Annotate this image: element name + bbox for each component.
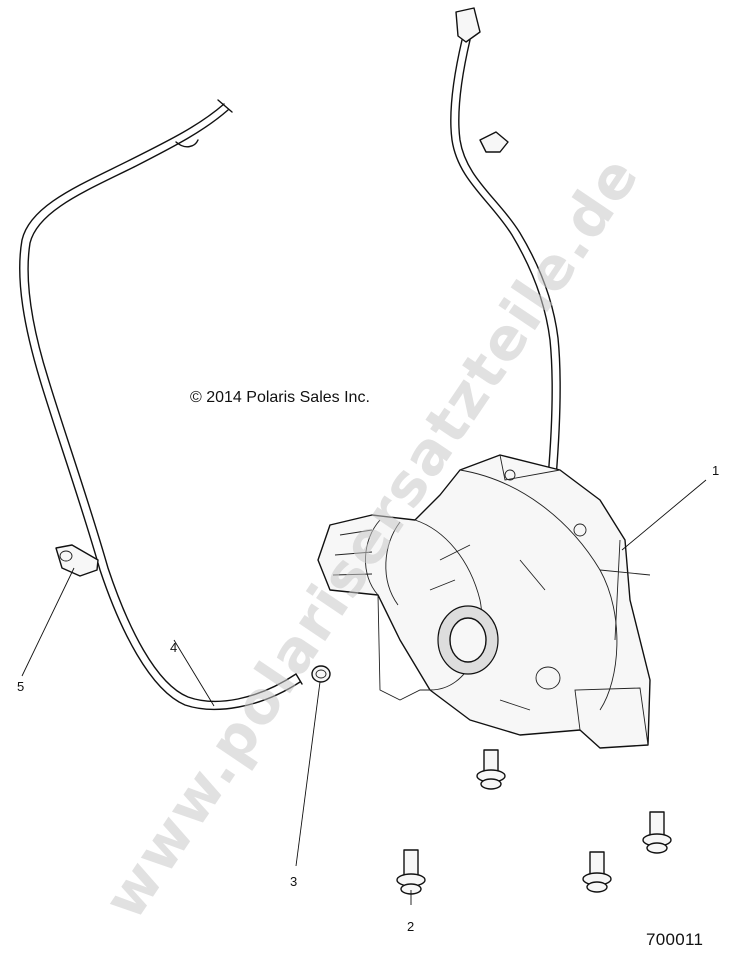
tube-clip	[55, 544, 99, 577]
bolt	[396, 849, 426, 895]
callout-4: 4	[170, 640, 178, 655]
drawing-number: 700011	[646, 930, 704, 949]
callout-1: 1	[712, 463, 720, 478]
copyright-notice: © 2014 Polaris Sales Inc.	[190, 389, 370, 406]
vent-tube	[19, 99, 303, 710]
bolt	[476, 749, 506, 790]
bolt	[582, 851, 612, 893]
callout-2: 2	[407, 919, 415, 934]
hose-clamp	[311, 665, 331, 683]
front-gearcase	[317, 454, 651, 749]
leader-lines	[21, 479, 707, 905]
callout-3: 3	[290, 874, 298, 889]
mounting-bolts	[396, 749, 672, 895]
wiring-harness	[450, 7, 561, 479]
callout-5: 5	[17, 679, 25, 694]
bolt	[642, 811, 672, 854]
